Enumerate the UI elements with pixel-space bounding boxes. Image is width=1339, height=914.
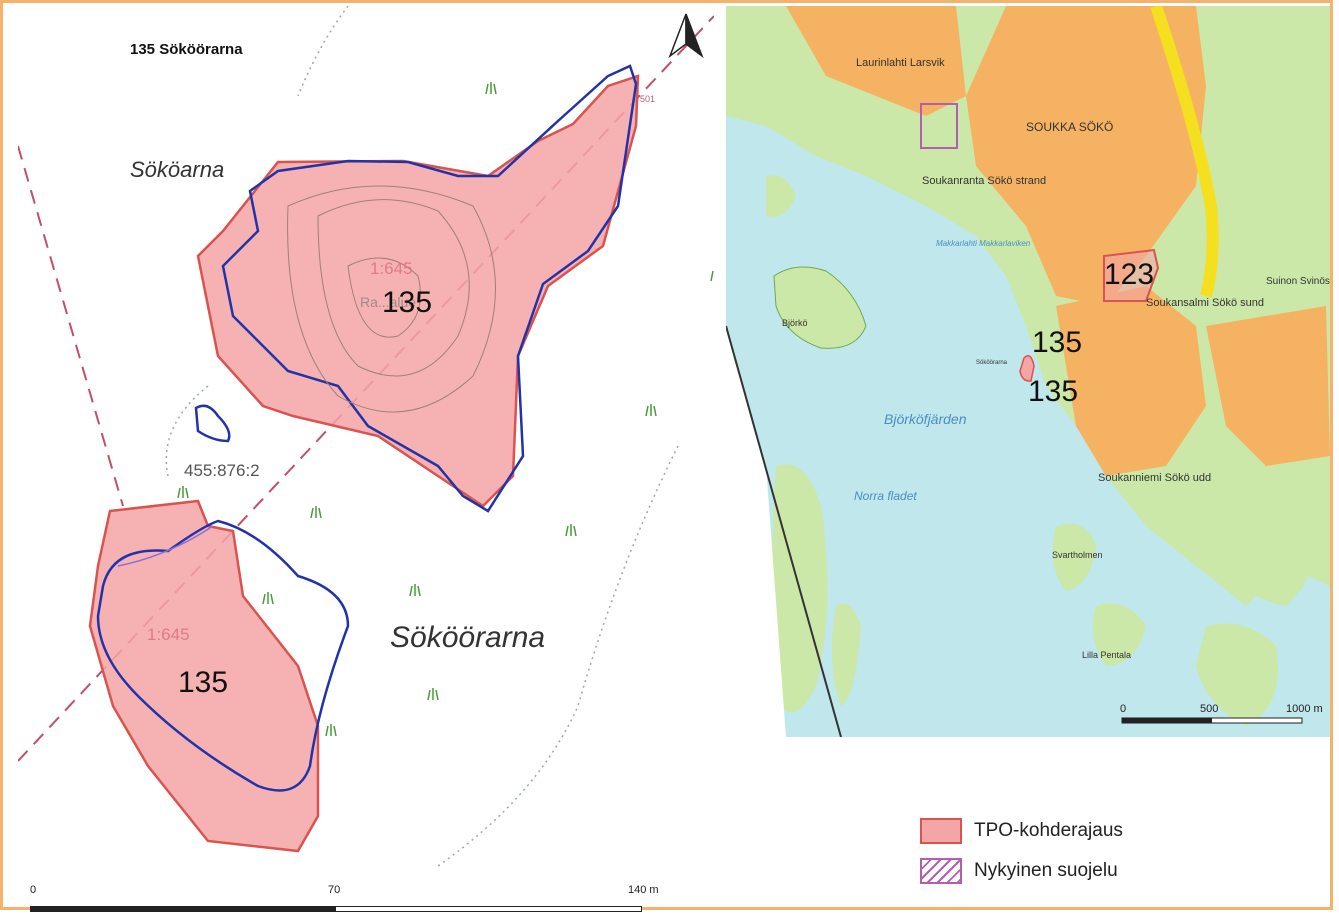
dotted-path bbox=[297, 6, 349, 97]
scale-label-0-overview: 0 bbox=[1120, 703, 1126, 715]
main-road bbox=[1150, 6, 1219, 298]
shoreline-upper bbox=[221, 64, 638, 513]
site-label-123: 123 bbox=[1104, 258, 1154, 291]
island-small-1 bbox=[766, 175, 796, 217]
site-label-135-b: 135 bbox=[1028, 375, 1078, 408]
shoreline-lower bbox=[96, 519, 350, 792]
urban-area-east bbox=[1206, 306, 1330, 466]
site-polygon-lower[interactable] bbox=[88, 499, 320, 853]
legend-item-protection: Nykyinen suojelu bbox=[920, 856, 1123, 886]
islet-shoreline bbox=[194, 404, 231, 443]
dotted-path-2 bbox=[437, 445, 679, 867]
map-title: 135 Sököörarna bbox=[130, 41, 243, 58]
legend-swatch-protection bbox=[920, 858, 962, 884]
urban-area-south bbox=[1056, 286, 1206, 476]
property-boundary-line-2 bbox=[18, 145, 124, 507]
site-123-polygon[interactable] bbox=[1103, 248, 1160, 302]
island-svartholmen bbox=[1052, 523, 1096, 591]
map-edge-line bbox=[726, 325, 842, 737]
dotted-path-3 bbox=[165, 385, 209, 477]
overview-map[interactable]: 123 135 135 Laurinlahti Larsvik SOUKKA S… bbox=[726, 6, 1330, 737]
contour-3 bbox=[347, 257, 421, 338]
height-label: 501 bbox=[640, 94, 655, 104]
protection-area bbox=[920, 103, 958, 149]
urban-area-west bbox=[786, 6, 966, 116]
place-label-bjorkofjarden: Björköfjärden bbox=[884, 411, 967, 427]
north-arrow-icon bbox=[668, 13, 704, 59]
site-id-upper: 135 bbox=[382, 286, 432, 319]
place-label-sokoorarna: Sököörarna bbox=[976, 360, 1008, 366]
hidden-area-label: Ra...alue bbox=[360, 294, 416, 310]
place-label-laurinlahti: Laurinlahti Larsvik bbox=[856, 57, 945, 69]
scalebar-overview-seg bbox=[1122, 718, 1212, 723]
scale-label-1000-overview: 1000 m bbox=[1286, 703, 1323, 715]
site-135-polygon[interactable] bbox=[1019, 355, 1035, 382]
place-label-norra-fladet: Norra fladet bbox=[854, 489, 917, 503]
legend-label-protection: Nykyinen suojelu bbox=[974, 860, 1118, 881]
legend-item-tpo: TPO-kohderajaus bbox=[920, 816, 1123, 846]
place-label-lilla-pentala: Lilla Pentala bbox=[1082, 650, 1131, 660]
place-label-makkarlahti: Makkarlahti Makkarlaviken bbox=[936, 239, 1031, 248]
scale-label-140: 140 m bbox=[628, 884, 659, 896]
site-id-lower: 135 bbox=[178, 666, 228, 699]
island-south bbox=[1196, 623, 1278, 726]
scale-label-500-overview: 500 bbox=[1200, 703, 1218, 715]
site-label-135-a: 135 bbox=[1032, 326, 1082, 359]
parcel-id: 455:876:2 bbox=[184, 461, 260, 480]
urban-area-north bbox=[966, 6, 1206, 306]
outside-area bbox=[726, 326, 786, 737]
grass-icon bbox=[177, 82, 714, 737]
island-east bbox=[1196, 468, 1320, 606]
legend: TPO-kohderajaus Nykyinen suojelu bbox=[920, 816, 1123, 896]
place-label-soukansalmi: Soukansalmi Sökö sund bbox=[1146, 297, 1264, 309]
contour-1 bbox=[317, 199, 470, 377]
legend-swatch-tpo bbox=[920, 818, 962, 844]
scale-text-upper: 1:645 bbox=[370, 259, 413, 278]
island-lilla-pentala bbox=[1092, 603, 1146, 666]
island-west-2 bbox=[832, 603, 861, 706]
place-label-soukanranta: Soukanranta Sökö strand bbox=[922, 175, 1046, 187]
legend-label-tpo: TPO-kohderajaus bbox=[974, 820, 1123, 841]
island-bjorko bbox=[773, 266, 867, 349]
scale-label-70: 70 bbox=[328, 884, 341, 896]
place-label-soukka: SOUKKA SÖKÖ bbox=[1026, 120, 1113, 134]
island-label-lower: Sököörarna bbox=[390, 621, 545, 654]
scalebar-detail bbox=[30, 906, 642, 912]
scale-text-lower: 1:645 bbox=[147, 625, 190, 644]
contour-2 bbox=[287, 185, 496, 413]
place-label-soukanniemi: Soukanniemi Sökö udd bbox=[1098, 472, 1211, 484]
shoreline-lower-inner bbox=[117, 525, 214, 567]
place-label-bjorko: Björkö bbox=[782, 318, 808, 328]
detail-map[interactable]: 135 Sököörarna Sököarna Sököörarna 1:645… bbox=[18, 6, 714, 876]
island-label-upper: Sököarna bbox=[130, 157, 224, 182]
place-label-suinon: Suinon Svinös bbox=[1266, 276, 1330, 287]
scale-label-0: 0 bbox=[30, 884, 37, 896]
place-label-svartholmen: Svartholmen bbox=[1052, 550, 1103, 560]
